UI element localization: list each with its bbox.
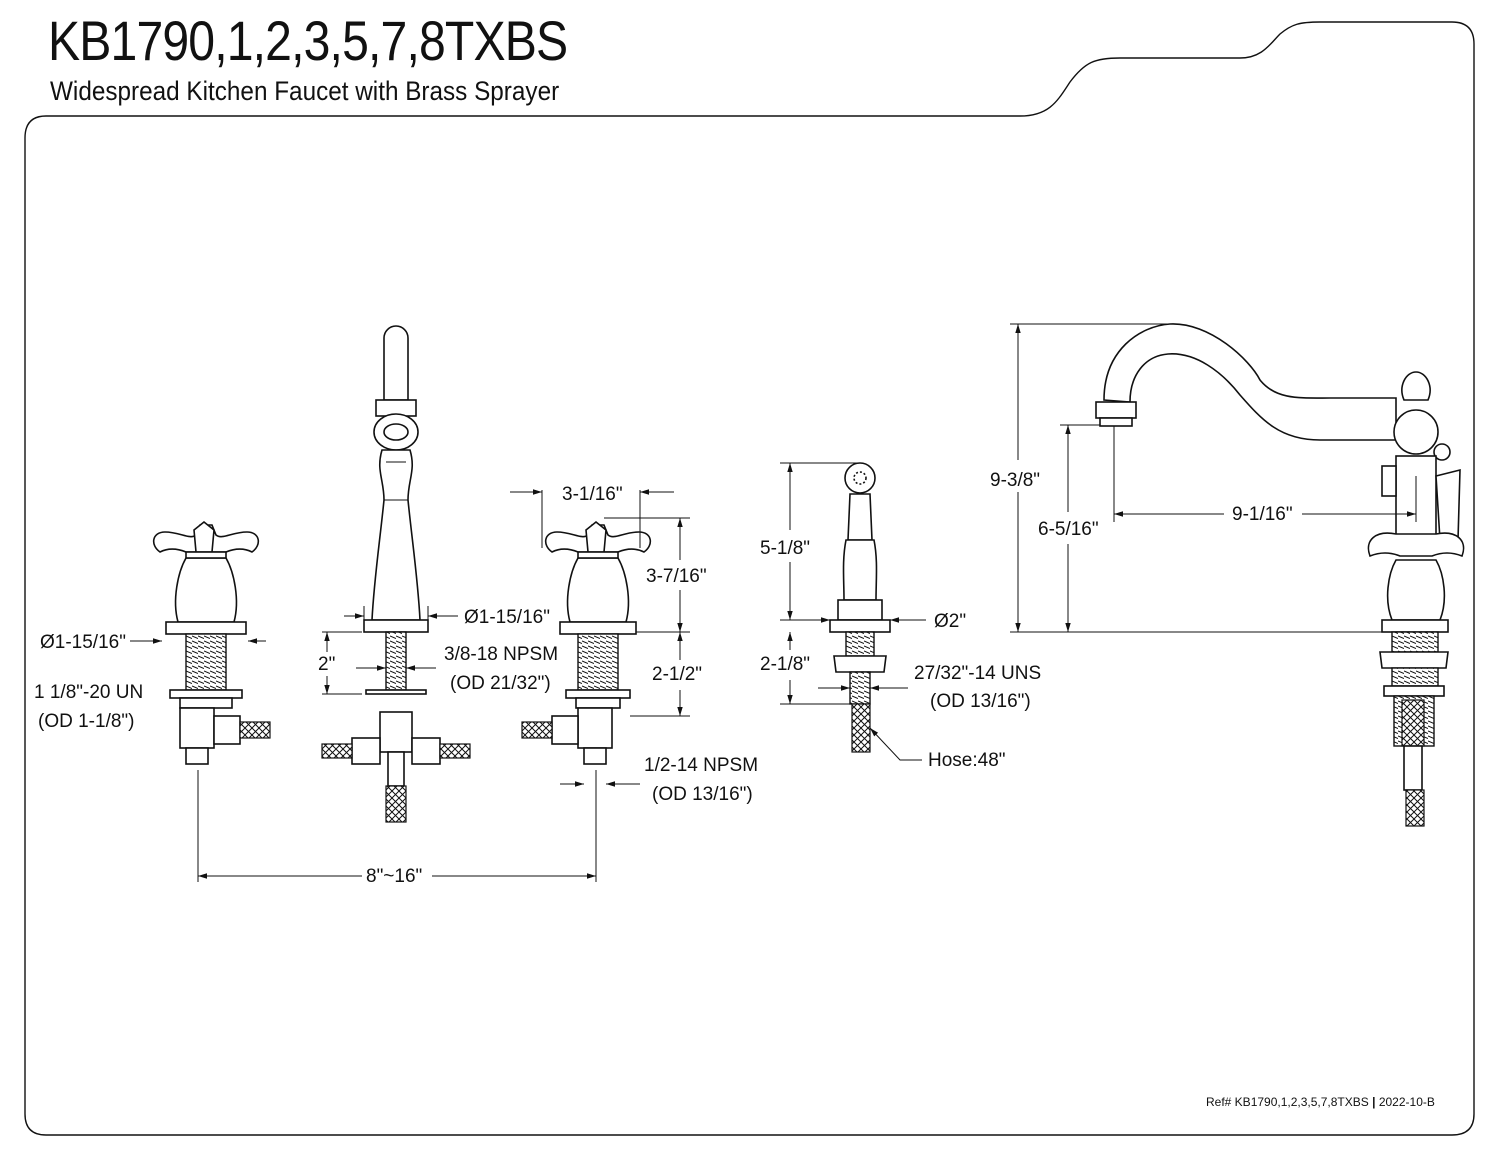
right-handle-valve	[521, 520, 652, 765]
spout-shank-length-label: 2"	[318, 654, 335, 675]
spout-thread-label: 3/8-18 NPSM	[444, 644, 558, 665]
faucet-side-view	[1095, 323, 1465, 827]
spout-outlet-height-label: 6-5/16"	[1038, 519, 1099, 540]
frame-border	[24, 21, 1475, 1136]
spout-base-dia-label: Ø1-15/16"	[464, 607, 550, 628]
hose-length-label: Hose:48"	[928, 750, 1006, 771]
handle-width-label: 3-1/16"	[562, 484, 623, 505]
left-handle-dia-label: Ø1-15/16"	[40, 632, 126, 653]
spout-front-view	[321, 325, 471, 823]
dimension-lines	[130, 323, 1417, 882]
spout-reach-label: 9-1/16"	[1232, 504, 1293, 525]
sprayer-thread-od-label: (OD 13/16")	[930, 691, 1031, 712]
sprayer-thread-label: 27/32"-14 UNS	[914, 663, 1041, 684]
reference-number: Ref# KB1790,1,2,3,5,7,8TXBS	[1206, 1095, 1369, 1109]
sprayer-base-dia-label: Ø2"	[934, 611, 966, 632]
sprayer-shank-length-label: 2-1/8"	[760, 654, 810, 675]
sprayer-height-label: 5-1/8"	[760, 538, 810, 559]
spread-label: 8"~16"	[366, 866, 422, 887]
reference-footer: Ref# KB1790,1,2,3,5,7,8TXBS | 2022-10-B	[1206, 1095, 1435, 1109]
left-handle-valve	[152, 520, 271, 765]
inlet-thread-label: 1/2-14 NPSM	[644, 755, 758, 776]
page-subtitle: Widespread Kitchen Faucet with Brass Spr…	[50, 76, 560, 106]
handle-height-label: 3-7/16"	[646, 566, 707, 587]
spout-thread-od-label: (OD 21/32")	[450, 673, 551, 694]
page-title: KB1790,1,2,3,5,7,8TXBS	[48, 9, 568, 72]
left-thread-label: 1 1/8"-20 UN	[34, 682, 143, 703]
reference-separator: |	[1372, 1095, 1376, 1109]
revision-label: 2022-10-B	[1378, 1095, 1435, 1109]
handle-shank-length-label: 2-1/2"	[652, 664, 702, 685]
sprayer	[829, 462, 891, 753]
inlet-thread-od-label: (OD 13/16")	[652, 784, 753, 805]
left-thread-od-label: (OD 1-1/8")	[38, 711, 134, 732]
spout-total-height-label: 9-3/8"	[990, 470, 1040, 491]
